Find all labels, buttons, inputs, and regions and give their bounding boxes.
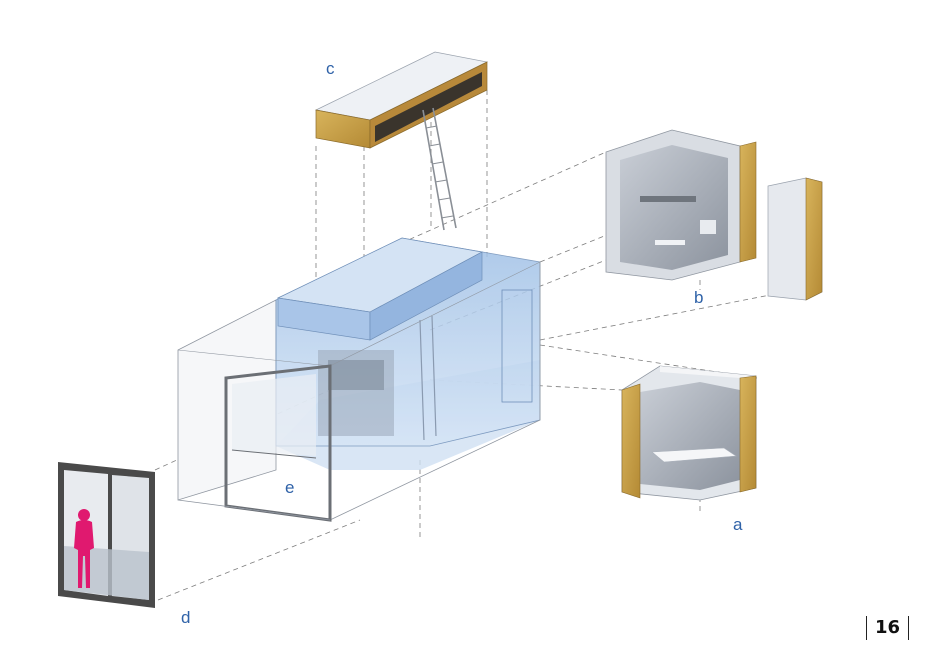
label-b: b <box>694 288 704 307</box>
module-c-loft <box>314 51 489 231</box>
person-silhouette <box>74 509 94 588</box>
label-a: a <box>733 515 743 534</box>
label-d: d <box>181 608 191 627</box>
module-d-window <box>58 462 155 608</box>
module-b-bathroom <box>605 129 823 301</box>
ladder <box>422 107 457 231</box>
label-c: c <box>326 59 335 78</box>
module-a-kitchen <box>621 365 757 501</box>
label-e: e <box>285 478 295 497</box>
page-number: 16 <box>866 616 910 640</box>
main-unit <box>177 237 541 522</box>
